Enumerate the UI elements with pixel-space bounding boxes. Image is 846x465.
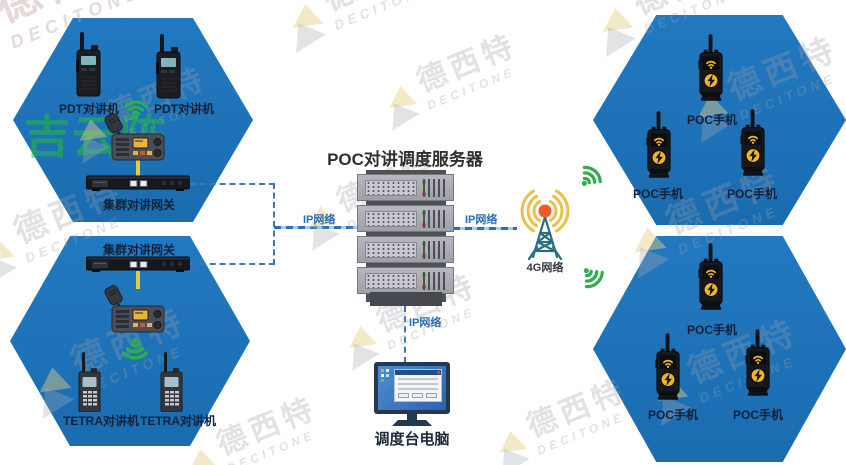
gateway-device-icon <box>86 174 190 192</box>
server-dot-matrix <box>365 273 417 289</box>
ip-network-label-left: IP网络 <box>303 214 336 226</box>
poc-phone-label: POC手机 <box>726 187 777 201</box>
poc-phone-label: POC手机 <box>632 187 683 201</box>
dispatch-app-window <box>395 370 441 401</box>
poc-phone-label: POC手机 <box>686 113 737 127</box>
server-title: POC对讲调度服务器 <box>327 150 483 169</box>
server-unit <box>357 174 454 201</box>
poc-phone-icon <box>698 33 725 103</box>
pdt-radio-icon <box>156 34 182 100</box>
poc-phone-icon <box>745 328 772 398</box>
server-base <box>370 292 442 306</box>
monitor-screen <box>378 366 446 410</box>
computer-label: 调度台电脑 <box>374 431 450 448</box>
server-dot-matrix <box>365 211 417 227</box>
pdt-radio-label: PDT对讲机 <box>58 102 119 116</box>
poc-phone-icon <box>646 110 673 180</box>
server-unit <box>357 267 454 294</box>
close-icon <box>437 371 440 374</box>
poc-phone-label: POC手机 <box>732 408 783 422</box>
server-dot-matrix <box>365 242 417 258</box>
server-vents <box>423 241 448 259</box>
tetra-radio-icon <box>160 352 184 412</box>
poc-phone-icon <box>655 332 682 402</box>
mobile-radio-icon <box>104 284 168 336</box>
poc-phone-label: POC手机 <box>647 408 698 422</box>
tetra-radio-label: TETRA对讲机 <box>63 414 139 428</box>
server-vents <box>423 272 448 290</box>
dispatch-computer-icon <box>374 362 450 414</box>
tetra-radio-icon <box>78 352 102 412</box>
yellow-cable <box>136 271 140 289</box>
link-ip-monitor <box>404 306 406 363</box>
gateway-label: 集群对讲网关 <box>102 198 175 212</box>
hexagon-poc-zone-top <box>593 15 846 225</box>
server-dot-matrix <box>365 180 417 196</box>
ip-network-label-bottom: IP网络 <box>409 317 442 329</box>
4g-tower-icon <box>520 189 570 261</box>
yellow-cable <box>136 158 140 178</box>
server-vents <box>423 210 448 228</box>
wifi-icon <box>118 334 152 368</box>
ip-network-label-right: IP网络 <box>465 214 498 226</box>
monitor-stand <box>407 414 417 420</box>
server-vents <box>423 179 448 197</box>
pdt-radio-label: PDT对讲机 <box>153 102 214 116</box>
link-ip-right <box>453 227 517 230</box>
server-unit <box>357 236 454 263</box>
link-ip-left <box>274 226 358 229</box>
mobile-radio-icon <box>104 112 168 164</box>
poc-phone-icon <box>698 242 725 312</box>
tower-label: 4G网络 <box>526 262 564 274</box>
poc-phone-label: POC手机 <box>686 323 737 337</box>
hexagon-tetra-zone <box>10 236 250 446</box>
tetra-radio-label: TETRA对讲机 <box>140 414 216 428</box>
link-vertical-bus <box>273 183 275 265</box>
monitor-base <box>392 420 432 426</box>
server-unit <box>357 205 454 232</box>
pdt-radio-icon <box>76 32 102 98</box>
link-gateway-top <box>190 183 275 185</box>
gateway-label: 集群对讲网关 <box>102 243 175 257</box>
link-gateway-bottom <box>190 263 275 265</box>
